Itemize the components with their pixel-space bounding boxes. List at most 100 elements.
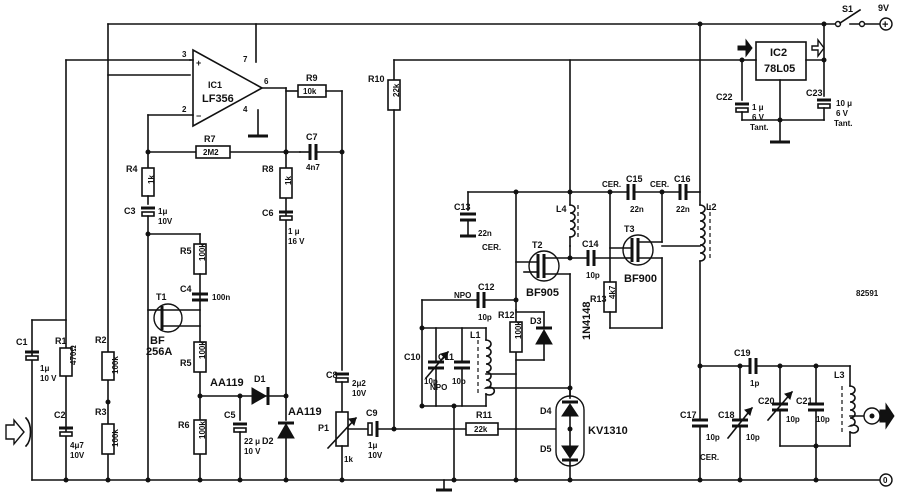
c10-ref: C10 bbox=[404, 352, 421, 362]
capacitor-c20: C20 10p bbox=[758, 365, 800, 447]
t2-ref: T2 bbox=[532, 240, 543, 250]
capacitor-c6: C6 1 μ 16 V bbox=[262, 208, 305, 246]
capacitor-c21: C21 10p bbox=[796, 365, 830, 447]
c22-voltage: 6 V bbox=[752, 113, 765, 122]
c7-ref: C7 bbox=[306, 132, 318, 142]
c9-ref: C9 bbox=[366, 408, 378, 418]
capacitor-c8: C8 2μ2 10V bbox=[326, 370, 367, 413]
c22-value: 1 μ bbox=[752, 103, 764, 112]
capacitor-c12: C12 NPO 10p bbox=[421, 282, 517, 322]
transistor-t2: T2 BF905 bbox=[515, 240, 571, 399]
transistor-t1: T1 BF 256A bbox=[146, 292, 201, 358]
c7-value: 4n7 bbox=[306, 163, 320, 172]
inductor-l2: L2 bbox=[661, 23, 717, 367]
r11-value: 22k bbox=[474, 425, 488, 434]
c8-ref: C8 bbox=[326, 370, 338, 380]
capacitor-c4: C4 100n bbox=[180, 284, 230, 302]
resistor-r4: R4 1k bbox=[126, 164, 156, 205]
r5a-ref: R5 bbox=[180, 246, 192, 256]
r12-value: 100k bbox=[514, 321, 523, 339]
figure-id: 82591 bbox=[856, 289, 879, 298]
d4-ref: D4 bbox=[540, 406, 552, 416]
r9-ref: R9 bbox=[306, 73, 318, 83]
r5b-value: 100k bbox=[198, 341, 207, 359]
c21-value: 10p bbox=[816, 415, 830, 424]
c14-ref: C14 bbox=[582, 239, 599, 249]
c23-ref: C23 bbox=[806, 88, 823, 98]
varicap-kv1310: D4 D5 KV1310 bbox=[540, 387, 628, 481]
d5-ref: D5 bbox=[540, 444, 552, 454]
resistor-r5-drain: R5 100k bbox=[180, 233, 207, 275]
c13-ref: C13 bbox=[454, 202, 471, 212]
c21-ref: C21 bbox=[796, 396, 813, 406]
ic1-plus: + bbox=[196, 58, 201, 68]
ground-terminal-0: 0 bbox=[879, 473, 893, 487]
c11-ref: C11 bbox=[438, 352, 454, 362]
capacitor-c17: C17 10p CER. bbox=[680, 365, 720, 481]
ground-symbol bbox=[436, 479, 452, 492]
zero-label: 0 bbox=[883, 476, 888, 485]
c20-ref: C20 bbox=[758, 396, 775, 406]
resistor-r1: R1 470Ω bbox=[55, 59, 191, 481]
pin2-label: 2 bbox=[182, 105, 187, 114]
c23-type: Tant. bbox=[834, 119, 853, 128]
t3-type: BF900 bbox=[624, 273, 657, 285]
r13-ref: R13 bbox=[590, 294, 607, 304]
d1-ref: D1 bbox=[254, 374, 266, 384]
transistor-t3: T3 BF900 bbox=[609, 191, 663, 329]
capacitor-c9: C9 1μ 10V bbox=[366, 408, 395, 460]
c12-ref: C12 bbox=[478, 282, 495, 292]
p1-ref: P1 bbox=[318, 423, 329, 433]
r9-value: 10k bbox=[303, 87, 317, 96]
diode-d3: D3 1N4148 bbox=[515, 301, 593, 361]
capacitor-c23: C23 10 μ 6 V Tant. bbox=[806, 88, 853, 128]
c1-ref: C1 bbox=[16, 337, 28, 347]
diode-d1: D1 AA119 bbox=[210, 374, 270, 405]
c6-voltage: 16 V bbox=[288, 237, 305, 246]
pin6-label: 6 bbox=[264, 77, 269, 86]
opamp-ic1: IC1 LF356 + − 3 2 7 6 4 bbox=[147, 23, 301, 169]
resistor-r3: R3 100k bbox=[95, 407, 120, 455]
capacitor-c11: C11 NPO 10p bbox=[430, 327, 470, 407]
resistor-r13: R13 4k7 bbox=[590, 191, 663, 329]
r11-ref: R11 bbox=[476, 410, 492, 420]
r7-ref: R7 bbox=[204, 134, 216, 144]
ic1-minus: − bbox=[196, 111, 201, 121]
pin3-label: 3 bbox=[182, 50, 187, 59]
c1-value: 1μ bbox=[40, 364, 49, 373]
c11-npo: NPO bbox=[430, 383, 447, 392]
resistor-r8: R8 1k bbox=[262, 151, 293, 421]
r3-ref: R3 bbox=[95, 407, 107, 417]
plus-sign: + bbox=[882, 19, 888, 31]
r5a-value: 100k bbox=[198, 243, 207, 261]
c13-value: 22n bbox=[478, 229, 492, 238]
c22-ref: C22 bbox=[716, 92, 733, 102]
c16-ref: C16 bbox=[674, 174, 691, 184]
c23-voltage: 6 V bbox=[836, 109, 849, 118]
c13-cer: CER. bbox=[482, 243, 501, 252]
resistor-r10: R10 22k bbox=[368, 59, 743, 430]
rf-output-connector-icon bbox=[849, 402, 895, 430]
r12-ref: R12 bbox=[498, 310, 515, 320]
c16-cer: CER. bbox=[650, 180, 669, 189]
ic2-ref: IC2 bbox=[770, 47, 787, 59]
ic2-type: 78L05 bbox=[764, 63, 795, 75]
c2-voltage: 10V bbox=[70, 451, 85, 460]
resistor-r2: R2 100k bbox=[95, 23, 191, 481]
l2-label: L2 bbox=[706, 202, 717, 212]
r4-ref: R4 bbox=[126, 164, 138, 174]
r10-ref: R10 bbox=[368, 74, 385, 84]
c3-ref: C3 bbox=[124, 206, 136, 216]
r8-ref: R8 bbox=[262, 164, 274, 174]
s1-label: S1 bbox=[842, 4, 853, 14]
c17-value: 10p bbox=[706, 433, 720, 442]
c18-ref: C18 bbox=[718, 410, 735, 420]
pin7-label: 7 bbox=[243, 55, 248, 64]
c22-type: Tant. bbox=[750, 123, 769, 132]
inductor-l1: L1 bbox=[470, 330, 517, 396]
c8-voltage: 10V bbox=[352, 389, 367, 398]
r2-ref: R2 bbox=[95, 335, 107, 345]
capacitor-c16: C16 CER. 22n bbox=[650, 174, 701, 214]
d1-type: AA119 bbox=[210, 377, 244, 389]
